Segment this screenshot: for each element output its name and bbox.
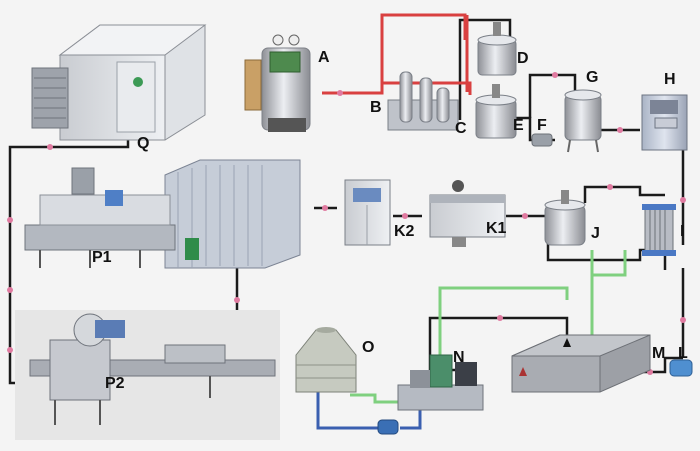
equipment-labels: A B C D E F G H I J K1 K2 L M N O P1 P2 …	[92, 49, 688, 392]
label-f: F	[537, 117, 547, 134]
tank-j	[544, 190, 586, 246]
cooling-tank-m	[511, 334, 651, 393]
label-q: Q	[137, 135, 149, 152]
label-e: E	[513, 117, 524, 134]
cold-room-q	[31, 24, 207, 141]
label-k2: K2	[394, 223, 415, 240]
label-p1: P1	[92, 249, 112, 266]
label-h: H	[664, 71, 676, 88]
return-lines	[316, 392, 422, 430]
label-a: A	[318, 49, 330, 66]
chiller-n	[397, 354, 484, 411]
flow-markers	[7, 72, 686, 375]
label-g: G	[586, 69, 598, 86]
label-l: L	[678, 345, 688, 362]
heat-exchanger-i	[642, 204, 676, 256]
label-n: N	[453, 349, 465, 366]
pump-l	[669, 359, 693, 377]
pump-f	[531, 133, 553, 147]
aging-tank-g	[564, 89, 602, 153]
packing-machine-p2	[15, 310, 280, 440]
label-j: J	[591, 225, 600, 242]
label-k1: K1	[486, 220, 507, 237]
steam-boiler-a	[244, 34, 311, 132]
filling-line-p1	[24, 159, 301, 269]
label-m: M	[652, 345, 665, 362]
mixing-tank-d	[477, 22, 517, 76]
label-p2: P2	[105, 375, 125, 392]
label-d: D	[517, 50, 529, 67]
cooling-lines	[350, 250, 627, 404]
steam-lines	[322, 13, 472, 95]
label-b: B	[370, 99, 382, 116]
homogenizer-h	[641, 94, 688, 151]
filter-unit-b	[387, 71, 459, 131]
cabinet-k2	[344, 179, 391, 246]
freezer-k1	[429, 180, 506, 247]
label-i: I	[680, 223, 684, 240]
mixing-tank-e	[475, 84, 517, 139]
label-c: C	[455, 120, 467, 137]
label-o: O	[362, 339, 374, 356]
cooling-tower-o	[295, 327, 399, 435]
